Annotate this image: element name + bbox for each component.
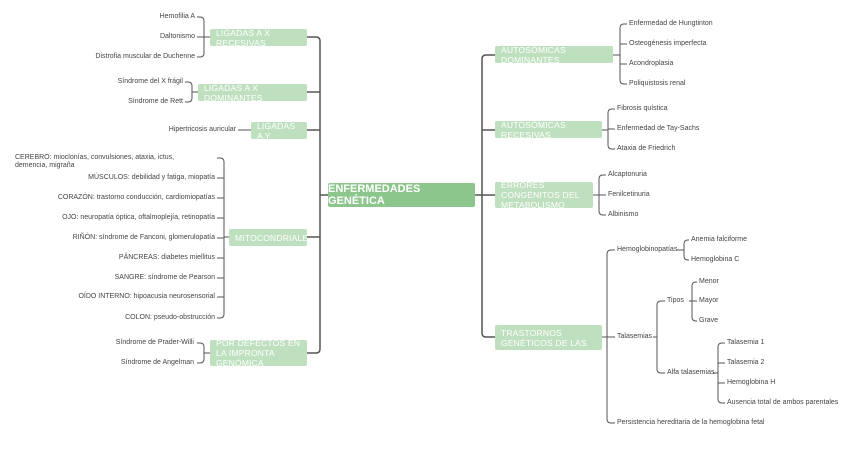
leaf[interactable]: RIÑÓN: síndrome de Fanconi, glomerulopat… [72, 234, 215, 241]
connector [606, 418, 615, 424]
connector [598, 210, 606, 216]
leaf[interactable]: Talasemia 2 [727, 359, 765, 366]
leaf[interactable]: CORAZÓN: trastorno conducción, cardiomio… [57, 194, 215, 201]
connector [598, 174, 606, 180]
leaf[interactable]: Osteogénesis imperfecta [629, 40, 707, 47]
leaf[interactable]: Enfermedad de Tay-Sachs [617, 125, 700, 132]
connector [607, 144, 615, 150]
topic-mitocondriales[interactable]: MITOCONDRIALES [229, 229, 307, 246]
leaf[interactable]: Ausencia total de ambos parentales [727, 399, 839, 406]
leaf[interactable]: Grave [699, 317, 719, 324]
topic-impronta-genomica[interactable]: POR DEFECTOS EN LA IMPRONTA GENÓMICA [210, 340, 307, 366]
leaf[interactable]: Hemofilia A [159, 13, 195, 20]
leaf[interactable]: Síndrome del X frágil [117, 78, 183, 85]
leaf[interactable]: Menor [699, 278, 719, 285]
topic-autosomicas-recesivas[interactable]: AUTOSÓMICAS RECESIVAS [495, 121, 602, 138]
connector [185, 97, 193, 103]
leaf[interactable]: Enfermedad de Hungtinton [629, 20, 713, 27]
leaf[interactable]: Hemoglobina C [691, 256, 740, 263]
leaf[interactable]: Alcaptonuria [608, 171, 647, 178]
leaf[interactable]: COLON: pseudo-obstrucción [125, 314, 215, 321]
topic-autosomicas-dominantes[interactable]: AUTOSÓMICAS DOMINANTES [495, 46, 613, 63]
leaf[interactable]: Ataxia de Friedrich [617, 145, 676, 152]
connector [197, 342, 205, 348]
connector [691, 281, 697, 287]
connector [717, 398, 725, 404]
topic-ligadas-x-dominantes[interactable]: LIGADAS A X DOMINANTES [198, 84, 307, 101]
leaf[interactable]: Distrofia muscular de Duchenne [95, 53, 195, 60]
leaf[interactable]: Talasemia 1 [727, 339, 765, 346]
connector [217, 313, 225, 319]
leaf[interactable]: CEREBRO: mioclonías, convulsiones, ataxi… [15, 154, 175, 169]
connector [619, 23, 627, 29]
leaf[interactable]: Fenilcetinuria [608, 191, 650, 198]
subtopic-talasemias[interactable]: Talasemias [617, 333, 653, 340]
leaf[interactable]: MÚSCULOS: debilidad y fatiga, miopatía [88, 174, 215, 181]
leaf[interactable]: Anemia falciforme [691, 236, 748, 243]
topic-ligadas-x-recesivas[interactable]: LIGADAS A X RECESIVAS [210, 29, 307, 46]
topic-ligadas-y[interactable]: LIGADAS A Y [251, 122, 307, 139]
connector [691, 316, 697, 322]
connector [185, 81, 193, 87]
connector [656, 368, 665, 374]
leaf[interactable]: Albinismo [608, 211, 639, 218]
connector [683, 239, 689, 245]
topic-trastornos-hemoglobinas[interactable]: TRASTORNOS GENÉTICOS DE LAS HEMOGLOBINAS [495, 325, 602, 350]
connector [307, 36, 321, 42]
connector [607, 108, 615, 114]
leaf[interactable]: SANGRE: síndrome de Pearson [114, 274, 215, 281]
leaf[interactable]: OÍDO INTERNO: hipoacusia neurosensorial [78, 293, 215, 300]
connector [717, 342, 725, 348]
leaf[interactable]: Fibrosis quística [617, 105, 668, 112]
connector [606, 249, 615, 255]
leaf[interactable]: Daltonismo [159, 33, 195, 40]
leaf[interactable]: Hemoglobina H [727, 379, 776, 386]
connector [217, 157, 225, 163]
subtopic-alfa-talasemias[interactable]: Alfa talasemias [667, 369, 715, 376]
subtopic-hemoglobinopatias[interactable]: Hemoglobinopatías [617, 246, 678, 253]
leaf[interactable]: Síndrome de Angelman [120, 359, 194, 366]
leaf[interactable]: Poliquistosis renal [629, 80, 686, 87]
central-topic[interactable]: ENFERMEDADES GENÉTICA [328, 183, 475, 207]
topic-errores-congenitos[interactable]: ERRORES CONGÉNITOS DEL METABOLISMO [495, 182, 593, 208]
connector [656, 300, 665, 306]
connector [307, 348, 321, 354]
leaf[interactable]: OJO: neuropatía óptica, oftalmoplejía, r… [62, 214, 215, 221]
leaf[interactable]: Hipertricosis auricular [168, 126, 236, 133]
connector [481, 54, 495, 60]
leaf[interactable]: Acondroplasia [629, 60, 674, 67]
connector [683, 255, 689, 261]
leaf[interactable]: Síndrome de Rett [128, 98, 183, 105]
connector [481, 332, 495, 338]
leaf[interactable]: Síndrome de Prader-Willi [115, 339, 194, 346]
connector [197, 16, 205, 22]
leaf[interactable]: PÁNCREAS: diabetes miellitus [118, 254, 215, 261]
leaf[interactable]: Mayor [699, 297, 719, 304]
subtopic-tipos[interactable]: Tipos [667, 297, 684, 304]
connector [619, 79, 627, 85]
connector [197, 358, 205, 364]
leaf-persistencia[interactable]: Persistencia hereditaria de la hemoglobi… [617, 419, 765, 426]
connector [197, 52, 205, 58]
